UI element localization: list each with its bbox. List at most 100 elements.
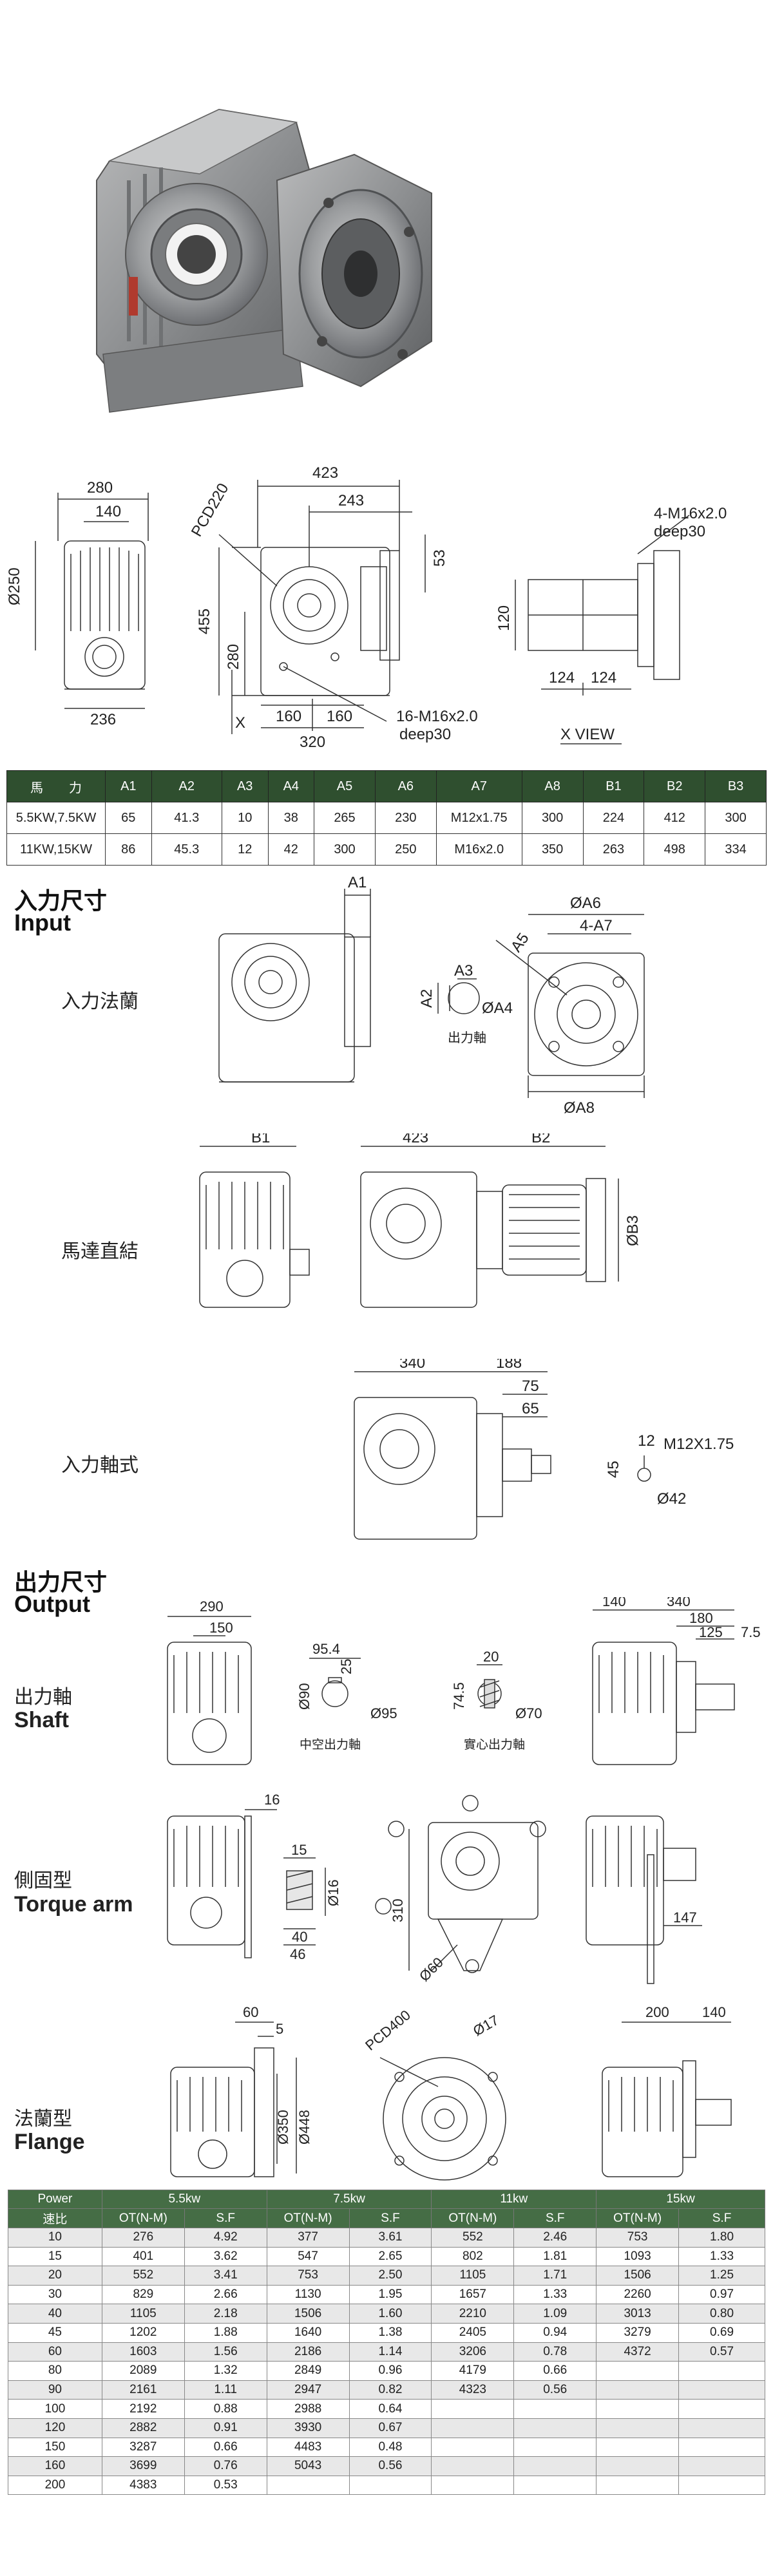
flange-label-zh: 法蘭型: [14, 2108, 72, 2130]
dim-53: 53: [431, 549, 448, 567]
holes-4-m16: 4-M16x2.0: [654, 505, 727, 522]
perf-cell: [266, 2475, 350, 2496]
torque-arm-drawing: 16 15 Ø16 40 46 310 Ø60 147: [155, 1792, 767, 1985]
perf-cell: 3287: [101, 2437, 185, 2458]
spec-header: B3: [705, 770, 767, 802]
perf-cell: 3699: [101, 2456, 185, 2476]
perf-cell: 1.81: [513, 2246, 597, 2267]
perf-cell: 2.50: [348, 2266, 432, 2286]
dim-a4: ØA4: [482, 999, 513, 1017]
perf-cell: 1093: [596, 2246, 680, 2267]
perf-cell: [596, 2456, 680, 2476]
perf-ratio-header: 速比: [8, 2208, 102, 2228]
perf-cell: 1105: [431, 2266, 515, 2286]
spec-cell: 10: [221, 802, 269, 834]
perf-cell: 2.66: [184, 2284, 267, 2305]
dim-45: 45: [605, 1461, 622, 1478]
dim-d448: Ø448: [296, 2110, 312, 2145]
spec-header: A3: [221, 770, 269, 802]
spec-cell: 250: [374, 833, 437, 866]
perf-sub-header: OT(N-M): [596, 2208, 680, 2228]
spec-cell: 41.3: [151, 802, 222, 834]
spec-cell: 498: [644, 833, 706, 866]
perf-cell: 2.18: [184, 2304, 267, 2324]
perf-cell: 0.69: [678, 2322, 765, 2343]
perf-cell: 1506: [596, 2266, 680, 2286]
perf-cell: 552: [431, 2228, 515, 2248]
spec-cell: 265: [314, 802, 376, 834]
perf-cell: 1.56: [184, 2342, 267, 2362]
dim-236: 236: [90, 711, 116, 728]
perf-cell: 1.11: [184, 2380, 267, 2400]
dim-124-left: 124: [549, 669, 575, 687]
perf-cell: [678, 2380, 765, 2400]
dim-423-motor: 423: [403, 1133, 428, 1146]
dim-pcd400: PCD400: [362, 2007, 414, 2054]
perf-cell: 1.25: [678, 2266, 765, 2286]
perf-cell: [596, 2361, 680, 2381]
perf-cell: 3.41: [184, 2266, 267, 2286]
perf-cell: 1603: [101, 2342, 185, 2362]
perf-cell: 1.38: [348, 2322, 432, 2343]
dim-60: 60: [243, 2004, 258, 2020]
perf-cell: 2186: [266, 2342, 350, 2362]
perf-cell: 2947: [266, 2380, 350, 2400]
spec-header: A1: [105, 770, 152, 802]
dim-124-right: 124: [591, 669, 616, 687]
perf-cell: 2.46: [513, 2228, 597, 2248]
perf-ratio-cell: 40: [8, 2304, 102, 2324]
dim-160-left: 160: [276, 708, 301, 725]
perf-cell: 2882: [101, 2418, 185, 2438]
dim-455: 455: [196, 609, 213, 634]
perf-cell: 0.64: [348, 2399, 432, 2419]
perf-cell: [678, 2475, 765, 2496]
spec-cell: 224: [582, 802, 645, 834]
perf-cell: [596, 2418, 680, 2438]
perf-sub-header: S.F: [678, 2208, 765, 2228]
perf-cell: [596, 2399, 680, 2419]
spec-cell: 350: [521, 833, 584, 866]
perf-cell: [513, 2475, 597, 2496]
perf-cell: 0.76: [184, 2456, 267, 2476]
spec-header: A2: [151, 770, 222, 802]
perf-cell: [513, 2456, 597, 2476]
perf-cell: [431, 2399, 515, 2419]
perf-cell: [513, 2437, 597, 2458]
spec-cell: 300: [705, 802, 767, 834]
spec-cell: 300: [521, 802, 584, 834]
perf-ratio-cell: 100: [8, 2399, 102, 2419]
dim-150: 150: [209, 1620, 233, 1636]
dim-d16: Ø16: [325, 1879, 341, 1906]
perf-cell: 2161: [101, 2380, 185, 2400]
perf-cell: 753: [596, 2228, 680, 2248]
spec-cell: 412: [644, 802, 706, 834]
spec-cell: 5.5KW,7.5KW: [6, 802, 106, 834]
spec-cell: 42: [267, 833, 315, 866]
dim-d250: Ø250: [6, 567, 23, 605]
dim-120: 120: [495, 605, 513, 631]
perf-cell: 0.80: [678, 2304, 765, 2324]
perf-cell: 2210: [431, 2304, 515, 2324]
perf-cell: [596, 2475, 680, 2496]
perf-cell: [678, 2361, 765, 2381]
perf-cell: 3279: [596, 2322, 680, 2343]
output-shaft-note: 出力軸: [448, 1030, 486, 1045]
perf-ratio-cell: 120: [8, 2418, 102, 2438]
perf-cell: [513, 2418, 597, 2438]
dim-b1: B1: [251, 1133, 270, 1146]
dim-a8: ØA8: [564, 1099, 595, 1117]
dim-243: 243: [338, 492, 364, 509]
dim-290: 290: [200, 1598, 224, 1615]
perf-cell: 4372: [596, 2342, 680, 2362]
dim-140-flange: 140: [702, 2004, 726, 2020]
perf-cell: [678, 2418, 765, 2438]
dim-20: 20: [483, 1649, 499, 1665]
perf-cell: 2405: [431, 2322, 515, 2343]
flange-label-en: Flange: [14, 2130, 85, 2154]
perf-cell: 3013: [596, 2304, 680, 2324]
spec-cell: 230: [374, 802, 437, 834]
input-title-zh: 入力尺寸: [14, 887, 108, 914]
